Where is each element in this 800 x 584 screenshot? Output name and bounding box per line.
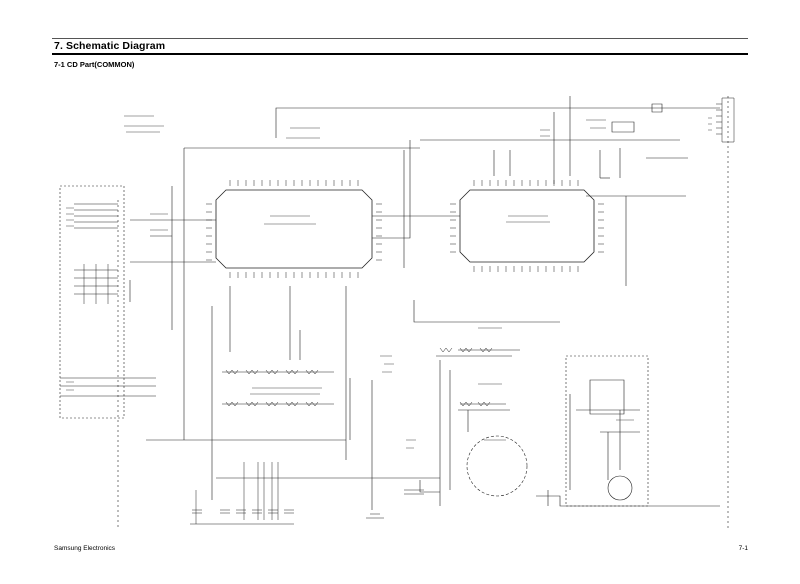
wiring [60, 96, 720, 510]
ic-chip-2 [459, 189, 595, 263]
title-rule [52, 53, 748, 55]
ic-pins [206, 180, 604, 278]
bottom-components [190, 462, 424, 525]
footer-brand: Samsung Electronics [54, 545, 116, 552]
fuse-block [652, 104, 662, 112]
left-connector-pins [74, 203, 118, 304]
right-connector [716, 98, 734, 142]
resistor-bank [222, 347, 493, 407]
top-rule [52, 38, 748, 39]
label-marks [66, 115, 712, 449]
section-subtitle: 7-1 CD Part(COMMON) [54, 60, 135, 69]
sled-motor [608, 476, 632, 500]
spindle-motor [467, 436, 527, 496]
regulator-block [612, 122, 634, 132]
footer-page-number: 7-1 [738, 545, 748, 552]
motor-frame [566, 356, 648, 506]
pickup-block [590, 380, 624, 414]
left-connector-frame [60, 186, 124, 418]
ic-chip-1 [215, 189, 373, 269]
page-title: 7. Schematic Diagram [54, 40, 166, 52]
